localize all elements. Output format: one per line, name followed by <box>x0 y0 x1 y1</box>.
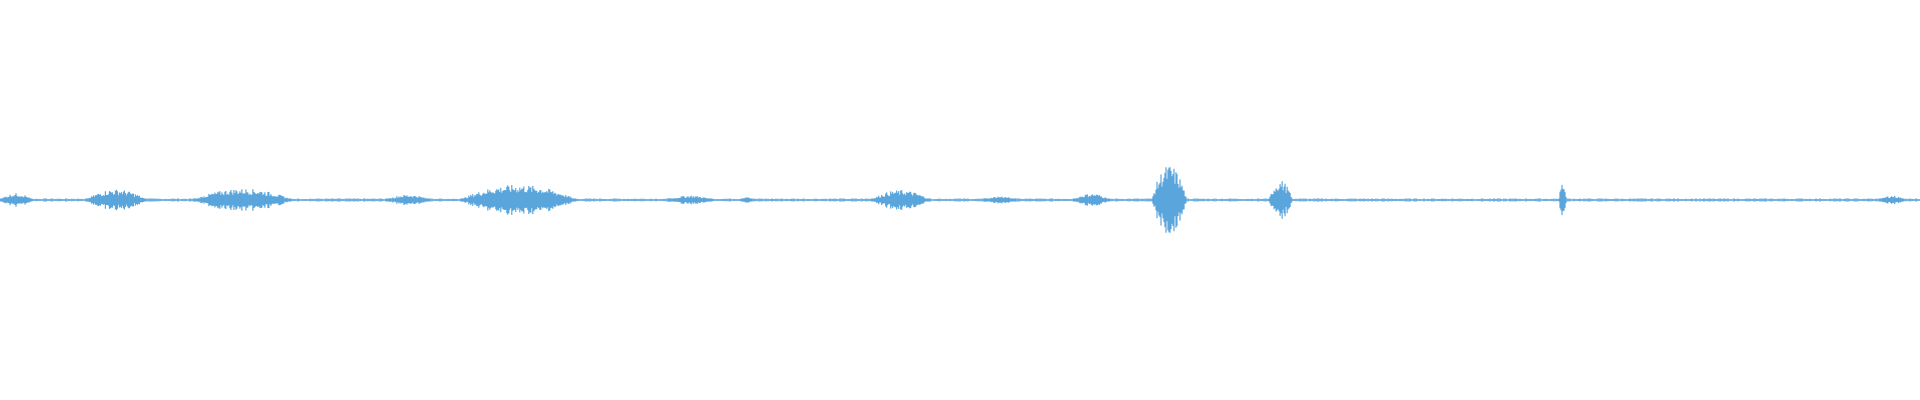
waveform-segment <box>385 195 431 205</box>
waveform-segment <box>1151 167 1187 233</box>
waveform-segment <box>871 190 930 210</box>
waveform-segment <box>1268 181 1293 219</box>
waveform-segment <box>85 189 146 211</box>
waveform-segment <box>193 189 292 211</box>
waveform-segment <box>1072 194 1110 206</box>
waveform-segment <box>460 185 577 215</box>
waveform-segment <box>1879 195 1905 205</box>
waveform-segment <box>1558 184 1567 216</box>
waveform-segment <box>667 195 713 205</box>
waveform-segment <box>740 197 753 203</box>
waveform-segment <box>984 196 1016 204</box>
waveform-segment <box>0 193 33 207</box>
